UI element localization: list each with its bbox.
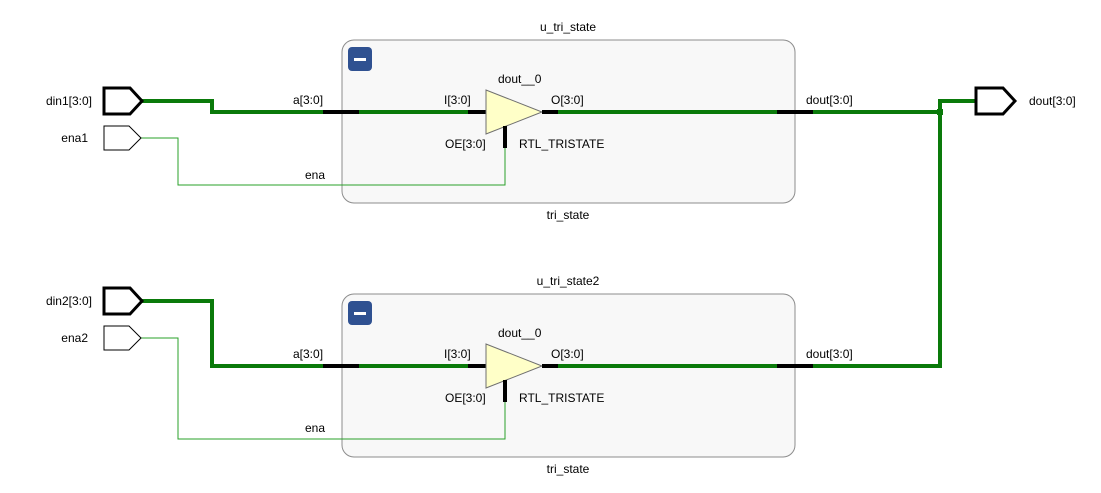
pin-dout-label: dout[3:0]: [806, 93, 853, 107]
port-din1-label: din1[3:0]: [46, 94, 92, 108]
input-port-icon: [103, 325, 142, 351]
pin-dout-label: dout[3:0]: [806, 347, 853, 361]
pin-ena-label: ena: [305, 168, 325, 182]
port-ena1[interactable]: ena1: [61, 125, 142, 151]
net-din2[interactable]: [142, 299, 323, 368]
net-junction-dot: [937, 109, 943, 115]
port-din2-label: din2[3:0]: [46, 294, 92, 308]
port-ena2[interactable]: ena2: [61, 325, 142, 351]
pin-a-label: a[3:0]: [293, 347, 323, 361]
collapse-button[interactable]: [348, 47, 372, 71]
instance-box[interactable]: [341, 293, 796, 458]
net-dout-u2[interactable]: [813, 99, 976, 368]
port-ena2-label: ena2: [61, 331, 88, 345]
instance-u-tri-state2[interactable]: u_tri_state2 tri_state a[3:0] ena dout[3…: [293, 274, 853, 476]
pin-ena-label: ena: [305, 421, 325, 435]
cell-pin-i-label: I[3:0]: [444, 347, 471, 361]
port-ena1-label: ena1: [61, 131, 88, 145]
minus-icon: [354, 58, 366, 61]
instance-module: tri_state: [547, 462, 590, 476]
cell-pin-oe-label: OE[3:0]: [445, 137, 486, 151]
instance-box[interactable]: [341, 39, 796, 204]
cell-pin-o-label: O[3:0]: [551, 347, 584, 361]
cell-type: RTL_TRISTATE: [519, 391, 604, 405]
instance-name: u_tri_state2: [537, 274, 600, 288]
net-ena2[interactable]: [141, 337, 342, 440]
port-din1[interactable]: din1[3:0]: [46, 86, 145, 116]
port-dout-label: dout[3:0]: [1029, 94, 1076, 108]
net-ena-to-oe[interactable]: [342, 402, 506, 440]
input-port-bus-icon: [102, 86, 145, 116]
instance-module: tri_state: [547, 208, 590, 222]
cell-pin-oe-label: OE[3:0]: [445, 391, 486, 405]
net-ena-to-oe[interactable]: [342, 148, 506, 186]
tristate-buffer-icon[interactable]: [485, 343, 544, 389]
cell-type: RTL_TRISTATE: [519, 137, 604, 151]
port-dout[interactable]: dout[3:0]: [974, 86, 1076, 116]
input-port-icon: [103, 125, 142, 151]
cell-pin-i-label: I[3:0]: [444, 93, 471, 107]
net-ena1[interactable]: [141, 137, 342, 186]
collapse-button[interactable]: [348, 301, 372, 325]
port-din2[interactable]: din2[3:0]: [46, 286, 145, 316]
cell-pin-o-label: O[3:0]: [551, 93, 584, 107]
instance-name: u_tri_state: [540, 20, 596, 34]
pin-a-label: a[3:0]: [293, 93, 323, 107]
net-din1[interactable]: [142, 99, 323, 114]
cell-name: dout__0: [498, 72, 542, 86]
minus-icon: [354, 312, 366, 315]
tristate-buffer-icon[interactable]: [485, 89, 544, 135]
input-port-bus-icon: [102, 286, 145, 316]
instance-u-tri-state[interactable]: u_tri_state tri_state a[3:0] ena dout[3:…: [293, 20, 853, 222]
output-port-bus-icon: [974, 86, 1018, 116]
cell-name: dout__0: [498, 326, 542, 340]
